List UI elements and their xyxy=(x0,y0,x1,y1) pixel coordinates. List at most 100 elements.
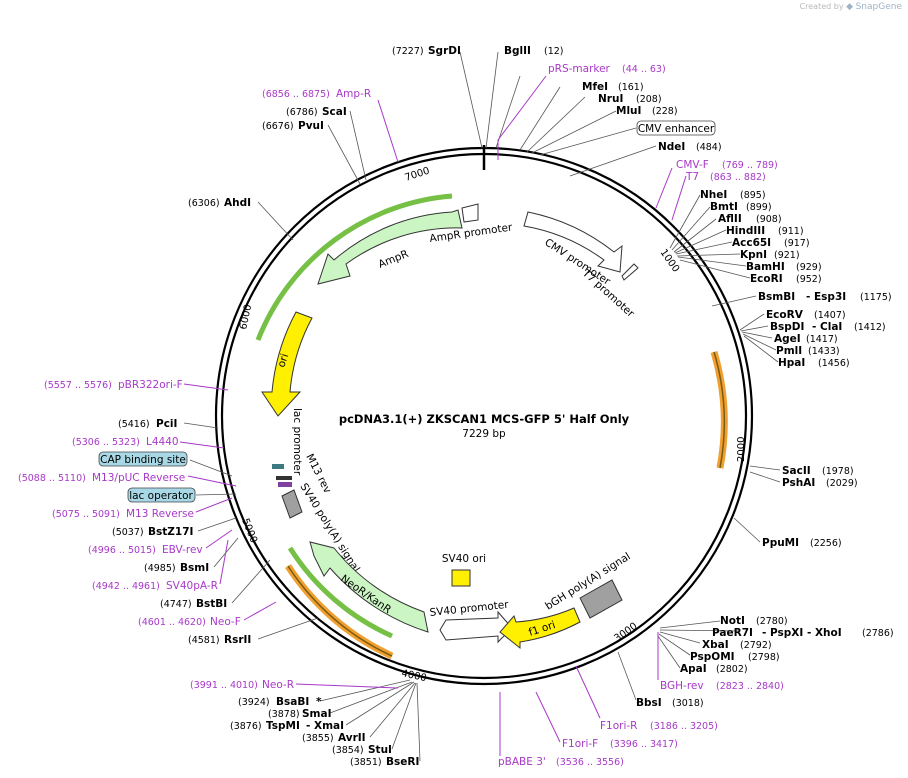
site-pos: (5416) xyxy=(118,419,150,430)
site-paer7i[interactable]: PaeR7I xyxy=(712,627,753,639)
feature-t7[interactable]: T7 xyxy=(685,171,699,183)
site-scai[interactable]: ScaI xyxy=(322,106,347,118)
site-bstbi[interactable]: BstBI xyxy=(196,598,227,610)
feature-range: (5088 .. 5110) xyxy=(18,473,86,484)
feature-range: (863 .. 882) xyxy=(710,172,766,183)
sv40-promoter-arrow xyxy=(439,610,513,644)
primer-lines xyxy=(179,75,687,756)
site-pos: (484) xyxy=(696,142,722,153)
site-nhei[interactable]: NheI xyxy=(700,189,727,201)
feature-amp-r[interactable]: Amp-R xyxy=(336,88,371,100)
site-bseri[interactable]: BseRI xyxy=(386,756,419,768)
feature-neo-r[interactable]: Neo-R xyxy=(262,679,294,691)
site-noti[interactable]: NotI xyxy=(720,615,745,627)
site-rsrii[interactable]: RsrII xyxy=(224,634,251,646)
feature-range: (3396 .. 3417) xyxy=(610,739,678,750)
feature-range: (5306 .. 5323) xyxy=(72,437,140,448)
site-aflii[interactable]: AflII xyxy=(718,213,742,225)
feature-f1ori-f[interactable]: F1ori-F xyxy=(562,738,598,750)
site-pos: (917) xyxy=(784,238,810,249)
site-ecori[interactable]: EcoRI xyxy=(750,273,783,285)
sv40-ori-box xyxy=(451,569,471,587)
site-bbsi[interactable]: BbsI xyxy=(636,697,662,709)
site-pos: (5037) xyxy=(112,527,144,538)
label-ampr: AmpR xyxy=(377,248,411,271)
tick-3000: 3000 xyxy=(612,621,639,645)
feature-m13-puc-reverse[interactable]: M13/pUC Reverse xyxy=(92,472,185,484)
site-pcii[interactable]: PciI xyxy=(156,418,177,430)
site-pos: (1417) xyxy=(806,334,838,345)
cmv-promoter-arrow xyxy=(523,211,623,273)
bgh-polya-box xyxy=(579,579,623,619)
site-pos: (2786) xyxy=(862,628,894,639)
site-pos: (1978) xyxy=(822,466,854,477)
site-nrui[interactable]: NruI xyxy=(598,93,623,105)
site-mfei[interactable]: MfeI xyxy=(582,81,608,93)
site-ndei[interactable]: NdeI xyxy=(658,141,685,153)
site-pspxi-xhoi[interactable]: - PspXI - XhoI xyxy=(762,627,842,639)
site-acc65i[interactable]: Acc65I xyxy=(732,237,771,249)
site-bglii[interactable]: BglII xyxy=(504,45,531,57)
site-pos: (1412) xyxy=(854,322,886,333)
map-title: pcDNA3.1(+) ZKSCAN1 MCS-GFP 5' Half Only xyxy=(339,412,630,426)
site-avrii[interactable]: AvrII xyxy=(338,732,366,744)
feature-prs-marker[interactable]: pRS-marker xyxy=(548,63,611,75)
site-agei[interactable]: AgeI xyxy=(774,333,801,345)
feature-sv40pa-r[interactable]: SV40pA-R xyxy=(166,580,218,592)
feature-pbr322ori-f[interactable]: pBR322ori-F xyxy=(118,379,183,391)
site-bamhi[interactable]: BamHI xyxy=(746,261,785,273)
site-ecorv[interactable]: EcoRV xyxy=(766,309,804,321)
orf-arc-right-center xyxy=(713,351,725,469)
site-hpai[interactable]: HpaI xyxy=(778,357,805,369)
site-tspmi[interactable]: TspMI xyxy=(266,720,300,732)
feature-range: (2823 .. 2840) xyxy=(716,681,784,692)
feature-range: (769 .. 789) xyxy=(722,160,778,171)
site-sacii[interactable]: SacII xyxy=(782,465,811,477)
feature-ebv-rev[interactable]: EBV-rev xyxy=(162,544,203,556)
site-esp3i[interactable]: - Esp3I xyxy=(806,291,846,303)
site-pmli[interactable]: PmlI xyxy=(776,345,802,357)
feature-pbabe3[interactable]: pBABE 3' xyxy=(498,756,546,768)
site-stui[interactable]: StuI xyxy=(368,744,392,756)
site-bspdi[interactable]: BspDI xyxy=(770,321,804,333)
site-pos: (3924) xyxy=(238,697,270,708)
site-pos: (1407) xyxy=(814,310,846,321)
feature-cmv-f[interactable]: CMV-F xyxy=(676,159,709,171)
label-lac-promoter: lac promoter xyxy=(291,408,303,476)
site-bsmi[interactable]: BsmI xyxy=(180,562,209,574)
site-xmai[interactable]: - XmaI xyxy=(306,720,344,732)
site-pvui[interactable]: PvuI xyxy=(298,120,324,132)
site-sgrdi[interactable]: SgrDI xyxy=(428,45,461,57)
feature-range: (6856 .. 6875) xyxy=(262,89,330,100)
site-pos: (1433) xyxy=(808,346,840,357)
site-pos: (4581) xyxy=(188,635,220,646)
site-pspomi[interactable]: PspOMI xyxy=(690,651,735,663)
site-hindiii[interactable]: HindIII xyxy=(726,225,765,237)
feature-f1ori-r[interactable]: F1ori-R xyxy=(600,720,637,732)
site-smai[interactable]: SmaI xyxy=(302,708,332,720)
site-clai[interactable]: - ClaI xyxy=(812,321,842,333)
feature-bgh-rev[interactable]: BGH-rev xyxy=(660,680,704,692)
site-pshai[interactable]: PshAI xyxy=(782,477,815,489)
site-kpni[interactable]: KpnI xyxy=(740,249,767,261)
feature-l4440[interactable]: L4440 xyxy=(146,436,179,448)
site-apai[interactable]: ApaI xyxy=(680,663,707,675)
site-xbai[interactable]: XbaI xyxy=(702,639,729,651)
site-ahdi[interactable]: AhdI xyxy=(224,197,251,209)
site-bsmbi[interactable]: BsmBI xyxy=(758,291,795,303)
sv40-polya-box xyxy=(281,489,303,519)
site-pos: (3876) xyxy=(230,721,262,732)
site-mlui[interactable]: MluI xyxy=(616,105,641,117)
feature-neo-f[interactable]: Neo-F xyxy=(210,616,241,628)
boxed-features: CMV enhancer CAP binding site lac operat… xyxy=(98,120,716,503)
label-sv40-ori: SV40 ori xyxy=(442,553,486,565)
site-ppumi[interactable]: PpuMI xyxy=(762,537,799,549)
credit-brand: SnapGene xyxy=(855,2,902,12)
site-bmti[interactable]: BmtI xyxy=(710,201,738,213)
site-bstz17i[interactable]: BstZ17I xyxy=(148,526,193,538)
feature-range: (4601 .. 4620) xyxy=(138,617,206,628)
site-bsabi[interactable]: BsaBI xyxy=(276,696,309,708)
ampr-orf-arc xyxy=(255,193,453,341)
site-pos: (911) xyxy=(778,226,804,237)
feature-m13-reverse[interactable]: M13 Reverse xyxy=(126,508,194,520)
